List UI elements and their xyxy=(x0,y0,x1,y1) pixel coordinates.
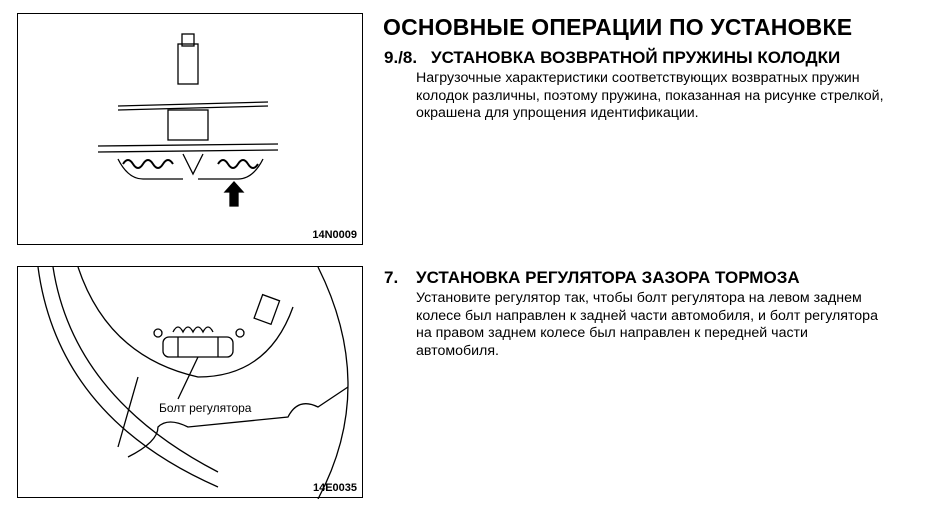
page-title: ОСНОВНЫЕ ОПЕРАЦИИ ПО УСТАНОВКЕ xyxy=(383,14,853,40)
text-line: автомобиля. xyxy=(416,342,499,359)
adjuster-illustration xyxy=(37,267,349,499)
text-line: колесе был направлен к задней части авто… xyxy=(416,307,878,324)
section-heading: УСТАНОВКА ВОЗВРАТНОЙ ПРУЖИНЫ КОЛОДКИ xyxy=(431,48,841,67)
return-spring-illustration xyxy=(97,33,279,207)
section-text: Установите регулятор так, чтобы болт рег… xyxy=(416,290,916,360)
text-line: окрашена для упрощения идентификации. xyxy=(416,105,699,121)
text-line: Установите регулятор так, чтобы болт рег… xyxy=(416,290,862,306)
figure-return-spring: 14N0009 xyxy=(17,13,363,245)
figure-code: 14E0035 xyxy=(312,482,357,494)
text-line: Нагрузочные характеристики соответствующ… xyxy=(416,70,860,86)
section-text: Нагрузочные характеристики соответствующ… xyxy=(416,70,916,123)
text-line: на правом заднем колесе был направлен к … xyxy=(416,325,808,341)
section-heading: УСТАНОВКА РЕГУЛЯТОРА ЗАЗОРА ТОРМОЗА xyxy=(416,268,800,287)
section-number: 7. xyxy=(384,268,399,287)
arrow-icon xyxy=(223,181,245,207)
figure-adjuster: Болт регулятора 14E0035 xyxy=(17,266,363,499)
text-line: колодок различны, поэтому пружина, показ… xyxy=(416,87,884,104)
figure-code: 14N0009 xyxy=(312,229,357,241)
adjuster-bolt-callout: Болт регулятора xyxy=(159,401,252,415)
section-number: 9./8. xyxy=(384,48,418,67)
